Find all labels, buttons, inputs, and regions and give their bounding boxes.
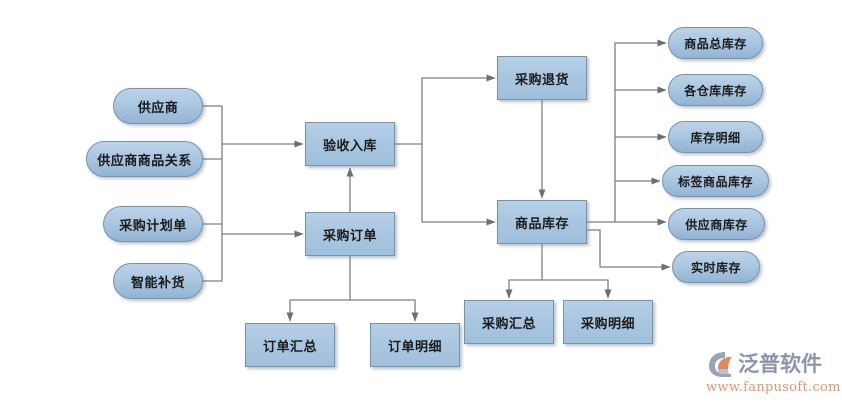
- brand-name: 泛普软件: [738, 351, 822, 376]
- node-supplier-goods-relation[interactable]: 供应商商品关系: [86, 141, 203, 177]
- edge-order-to-order-detail: [350, 299, 419, 322]
- node-supplier-stock-label: 供应商库存: [685, 217, 748, 232]
- brand-lockup: 泛普软件: [705, 350, 822, 378]
- node-purchase-return[interactable]: 采购退货: [497, 56, 587, 100]
- edge-inventory-to-purchase-summary: [505, 244, 543, 299]
- node-total-goods-stock-label: 商品总库存: [684, 36, 747, 51]
- edge-order-to-order-summary: [286, 256, 351, 322]
- node-warehouse-stock-label: 各仓库库存: [684, 83, 747, 98]
- edge-receiving-to-inventory: [421, 144, 496, 226]
- brand-watermark: 泛普软件 www.fanpusoft.com: [705, 345, 841, 400]
- node-purchase-detail[interactable]: 采购明细: [563, 300, 653, 344]
- node-purchase-plan-label: 采购计划单: [119, 218, 187, 234]
- node-smart-replenishment[interactable]: 智能补货: [113, 263, 203, 299]
- node-warehouse-stock[interactable]: 各仓库库存: [668, 74, 763, 106]
- node-order-summary-label: 订单汇总: [262, 339, 317, 355]
- node-smart-replenishment-label: 智能补货: [130, 275, 185, 291]
- edge-inventory-to-total-stock: [587, 39, 667, 223]
- node-receiving-inbound[interactable]: 验收入库: [305, 122, 395, 166]
- node-purchase-order[interactable]: 采购订单: [305, 212, 395, 256]
- node-purchase-order-label: 采购订单: [322, 228, 377, 244]
- node-purchase-return-label: 采购退货: [514, 72, 569, 88]
- edge-receiving-to-return: [395, 74, 496, 145]
- node-supplier-label: 供应商: [137, 100, 179, 116]
- node-order-detail[interactable]: 订单明细: [370, 323, 460, 367]
- node-realtime-stock[interactable]: 实时库存: [672, 251, 760, 283]
- node-receiving-inbound-label: 验收入库: [322, 138, 377, 154]
- node-tag-goods-stock[interactable]: 标签商品库存: [662, 165, 769, 197]
- node-purchase-summary-label: 采购汇总: [481, 316, 536, 332]
- node-supplier[interactable]: 供应商: [113, 88, 203, 124]
- node-stock-detail-label: 库存明细: [690, 130, 741, 145]
- node-total-goods-stock[interactable]: 商品总库存: [668, 27, 763, 59]
- brand-url: www.fanpusoft.com: [706, 380, 841, 395]
- node-supplier-goods-relation-label: 供应商商品关系: [97, 153, 192, 169]
- node-purchase-detail-label: 采购明细: [580, 316, 635, 332]
- edge-left-spine: [203, 105, 223, 282]
- node-order-summary[interactable]: 订单汇总: [245, 323, 335, 367]
- node-goods-inventory-label: 商品库存: [514, 216, 569, 232]
- node-stock-detail[interactable]: 库存明细: [668, 121, 763, 153]
- edge-inventory-to-purchase-detail: [542, 279, 612, 299]
- node-order-detail-label: 订单明细: [387, 339, 442, 355]
- node-tag-goods-stock-label: 标签商品库存: [677, 174, 753, 189]
- node-supplier-stock[interactable]: 供应商库存: [668, 208, 765, 240]
- fanpu-logo-icon: [709, 352, 732, 377]
- node-goods-inventory[interactable]: 商品库存: [497, 200, 587, 244]
- node-purchase-plan[interactable]: 采购计划单: [103, 206, 203, 242]
- edge-inventory-to-realtime-stock: [587, 229, 671, 271]
- node-realtime-stock-label: 实时库存: [690, 260, 741, 275]
- node-purchase-summary[interactable]: 采购汇总: [464, 300, 554, 344]
